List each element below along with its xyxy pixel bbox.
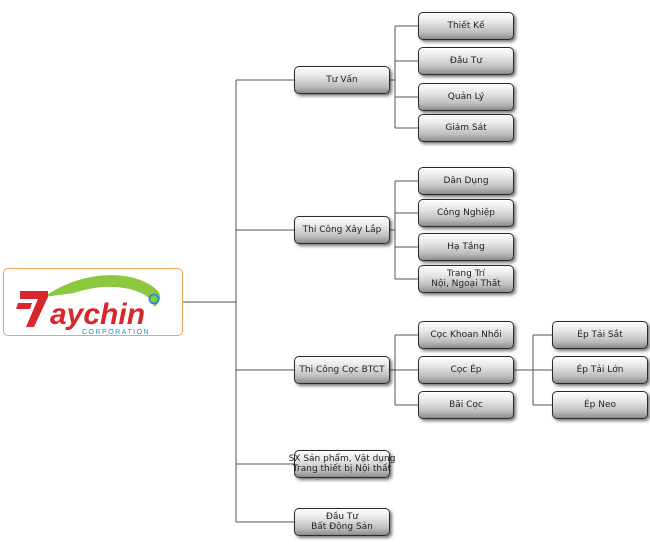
node-tu-van[interactable]: Tư Vấn [294, 66, 390, 94]
node-ha-tang[interactable]: Hạ Tầng [418, 233, 514, 261]
node-label: Thi Công Cọc BTCT [299, 365, 385, 375]
node-label: Trang Trí [446, 269, 486, 279]
node-dau-tu[interactable]: Đầu Tư [418, 47, 514, 75]
node-ep-neo[interactable]: Ép Neo [552, 391, 648, 419]
node-label: Tư Vấn [326, 75, 358, 85]
node-label: Thi Công Xây Lắp [302, 225, 382, 235]
logo-at-icon [148, 293, 160, 305]
node-label: Công Nghiệp [437, 208, 495, 218]
node-label: Ép Neo [583, 400, 617, 410]
node-thi-cong-coc-btct[interactable]: Thi Công Cọc BTCT [294, 356, 390, 384]
node-label: Bãi Cọc [449, 400, 483, 410]
logo-tagline: CORPORATION [82, 329, 150, 336]
node-label: Đầu Tư [449, 56, 483, 66]
node-thiet-ke[interactable]: Thiết Kế [418, 12, 514, 40]
node-label: Trang thiết bị Nội thất [292, 464, 392, 474]
node-dan-dung[interactable]: Dân Dụng [418, 167, 514, 195]
node-bai-coc[interactable]: Bãi Cọc [418, 391, 514, 419]
node-label: Ép Tải Sắt [577, 330, 623, 340]
node-giam-sat[interactable]: Giám Sát [418, 114, 514, 142]
node-label: Quản Lý [447, 92, 485, 102]
node-ep-tai-lon[interactable]: Ép Tải Lớn [552, 356, 648, 384]
node-label: Hạ Tầng [447, 242, 485, 252]
logo-wordmark: aychin [50, 298, 145, 331]
logo-seven-mark [20, 291, 48, 327]
node-coc-ep[interactable]: Cọc Ép [418, 356, 514, 384]
company-logo: aychin CORPORATION [3, 268, 183, 336]
node-thi-cong-xay-lap[interactable]: Thi Công Xây Lắp [294, 216, 390, 244]
node-label: Bất Động Sản [311, 522, 373, 532]
node-label: Thiết Kế [447, 21, 485, 31]
node-label: SX Sản phẩm, Vật dụng [288, 454, 396, 464]
node-coc-khoan-nhoi[interactable]: Cọc Khoan Nhồi [418, 321, 514, 349]
node-cong-nghiep[interactable]: Công Nghiệp [418, 199, 514, 227]
node-label: Nội, Ngoại Thất [431, 279, 501, 289]
node-ep-tai-sat[interactable]: Ép Tải Sắt [552, 321, 648, 349]
node-label: Dân Dụng [443, 176, 489, 186]
node-label: Ép Tải Lớn [576, 365, 624, 375]
node-label: Cọc Khoan Nhồi [430, 330, 502, 340]
node-label: Đầu Tư [325, 512, 359, 522]
logo-swoosh [44, 275, 161, 307]
node-label: Cọc Ép [450, 365, 482, 375]
node-label: Giám Sát [445, 123, 487, 133]
node-quan-ly[interactable]: Quản Lý [418, 83, 514, 111]
